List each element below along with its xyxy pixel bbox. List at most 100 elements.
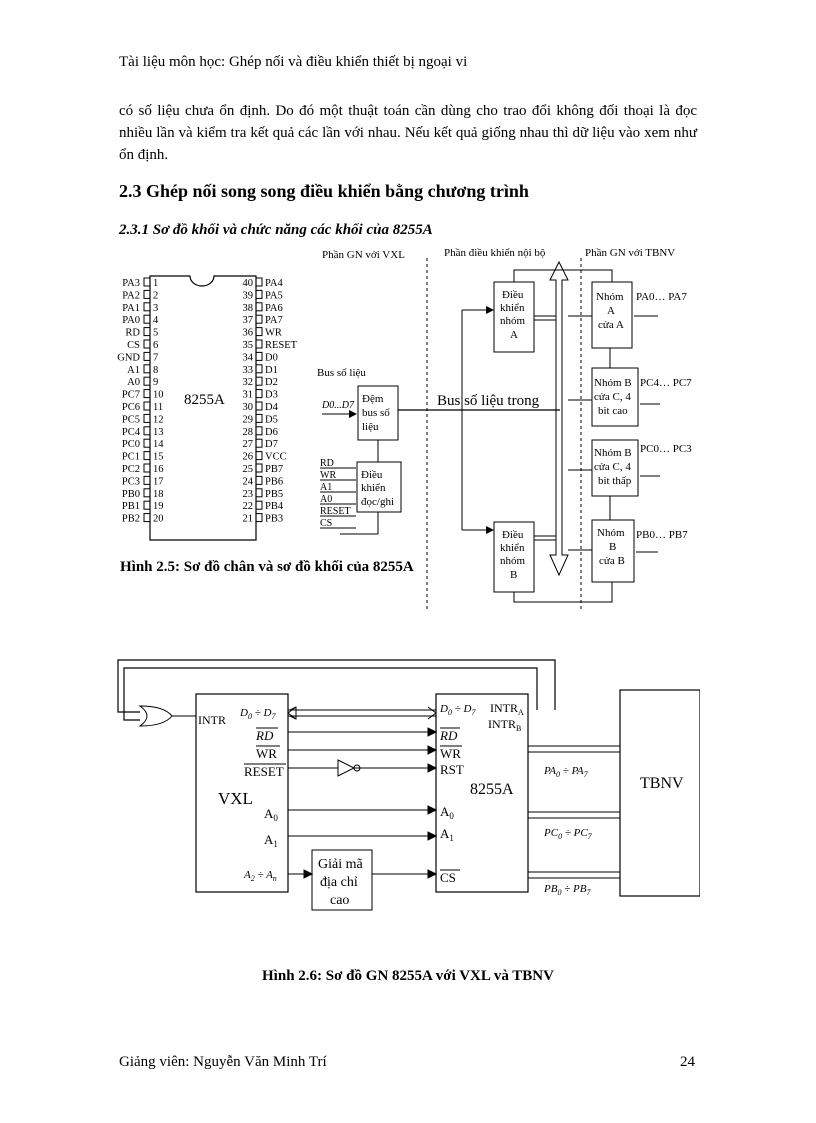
svg-text:RESET: RESET bbox=[244, 764, 284, 779]
cpu-label: VXL bbox=[218, 789, 253, 808]
pin-name: PC1 bbox=[122, 452, 140, 463]
pin-number: 39 bbox=[243, 290, 254, 301]
pin-number: 26 bbox=[243, 452, 254, 463]
subsection-title: 2.3.1 Sơ đồ khối và chức năng các khối c… bbox=[119, 222, 433, 238]
page-number: 24 bbox=[680, 1054, 695, 1070]
pin-name: PC6 bbox=[122, 402, 140, 413]
svg-text:RD: RD bbox=[255, 728, 274, 743]
pin-number: 24 bbox=[243, 476, 254, 487]
pin-name: CS bbox=[127, 340, 140, 351]
pin-number: 22 bbox=[243, 501, 254, 512]
svg-text:WR: WR bbox=[256, 746, 277, 761]
pin-number: 17 bbox=[153, 476, 164, 487]
figure1-caption: Hình 2.5: Sơ đồ chân và sơ đồ khối của 8… bbox=[120, 559, 414, 575]
pin-name: PA5 bbox=[265, 290, 283, 301]
pin-name: D5 bbox=[265, 414, 278, 425]
svg-text:A1: A1 bbox=[440, 826, 454, 843]
bus-label: Bus số liệu bbox=[317, 367, 366, 379]
pin-name: PB6 bbox=[265, 476, 283, 487]
body-paragraph: có số liệu chưa ổn định. Do đó một thuật… bbox=[119, 103, 697, 163]
svg-text:RST: RST bbox=[440, 762, 464, 777]
pin-name: D4 bbox=[265, 402, 279, 413]
pin-number: 32 bbox=[243, 377, 254, 388]
internal-vbus bbox=[549, 260, 569, 577]
svg-text:A0: A0 bbox=[264, 806, 278, 823]
pin-name: PB1 bbox=[122, 501, 140, 512]
pin-name: D3 bbox=[265, 390, 278, 401]
pin-name: PA1 bbox=[122, 303, 140, 314]
svg-text:INTR: INTR bbox=[198, 713, 226, 727]
svg-text:PC0 ÷ PC7: PC0 ÷ PC7 bbox=[543, 827, 593, 841]
svg-text:WR: WR bbox=[440, 746, 461, 761]
pin-number: 25 bbox=[243, 464, 254, 475]
chip-label: 8255A bbox=[184, 392, 225, 408]
pin-number: 38 bbox=[243, 303, 254, 314]
footer-lecturer: Giảng viên: Nguyễn Văn Minh Trí bbox=[119, 1054, 327, 1070]
pin-name: PB7 bbox=[265, 464, 283, 475]
pin-name: PC4 bbox=[122, 427, 141, 438]
pin-name: GND bbox=[117, 352, 140, 363]
pin-number: 27 bbox=[243, 439, 254, 450]
pin-name: PB2 bbox=[122, 514, 140, 525]
pin-name: WR bbox=[265, 328, 282, 339]
pin-number: 23 bbox=[243, 489, 254, 500]
pin-name: RESET bbox=[265, 340, 298, 351]
rw-input-label: A1 bbox=[320, 482, 332, 493]
inverter bbox=[337, 759, 356, 777]
pin-number: 18 bbox=[153, 489, 164, 500]
pin-number: 33 bbox=[243, 365, 254, 376]
rw-input-label: RD bbox=[320, 458, 334, 469]
chip-outline bbox=[149, 275, 257, 541]
svg-text:RD: RD bbox=[439, 728, 458, 743]
rw-input-label: RESET bbox=[320, 506, 351, 517]
or-gate bbox=[138, 705, 173, 727]
pin-name: PA3 bbox=[122, 278, 140, 289]
pin-number: 36 bbox=[243, 328, 254, 339]
pin-number: 20 bbox=[153, 514, 164, 525]
pin-number: 11 bbox=[153, 402, 163, 413]
pin-number: 28 bbox=[243, 427, 254, 438]
svg-text:D0 ÷ D7: D0 ÷ D7 bbox=[439, 703, 476, 717]
pin-number: 21 bbox=[243, 514, 254, 525]
pin-name: D0 bbox=[265, 352, 278, 363]
pin-name: PC3 bbox=[122, 476, 140, 487]
pin-name: PB0 bbox=[122, 489, 140, 500]
pin-name: D2 bbox=[265, 377, 278, 388]
pin-name: PA0 bbox=[122, 315, 140, 326]
cpu-box bbox=[195, 693, 289, 893]
rw-input-label: CS bbox=[320, 518, 332, 529]
pin-number: 8 bbox=[153, 365, 158, 376]
pin-number: 10 bbox=[153, 390, 164, 401]
pin-number: 3 bbox=[153, 303, 158, 314]
pin-name: PB3 bbox=[265, 514, 283, 525]
pc-hi-range: PC4… PC7 bbox=[640, 377, 692, 389]
pin-name: PA4 bbox=[265, 278, 283, 289]
svg-text:CS: CS bbox=[440, 870, 456, 885]
pin-number: 5 bbox=[153, 328, 158, 339]
pin-name: D7 bbox=[265, 439, 278, 450]
pin-name: D1 bbox=[265, 365, 278, 376]
svg-text:A0: A0 bbox=[440, 804, 454, 821]
pin-number: 30 bbox=[243, 402, 254, 413]
figure-8255a-interface: INTR VXL D0 ÷ D7 RD WR RESET A0 A1 A2 ÷ … bbox=[117, 659, 700, 911]
pin-name: PC2 bbox=[122, 464, 140, 475]
pin-number: 29 bbox=[243, 414, 254, 425]
pin-number: 37 bbox=[243, 315, 254, 326]
pin-name: PC7 bbox=[122, 390, 140, 401]
pin-number: 13 bbox=[153, 427, 164, 438]
pin-name: RD bbox=[125, 328, 140, 339]
pin-name: VCC bbox=[265, 452, 287, 463]
pin-number: 34 bbox=[243, 352, 254, 363]
pin-name: PA6 bbox=[265, 303, 283, 314]
rw-input-label: WR bbox=[320, 470, 336, 481]
